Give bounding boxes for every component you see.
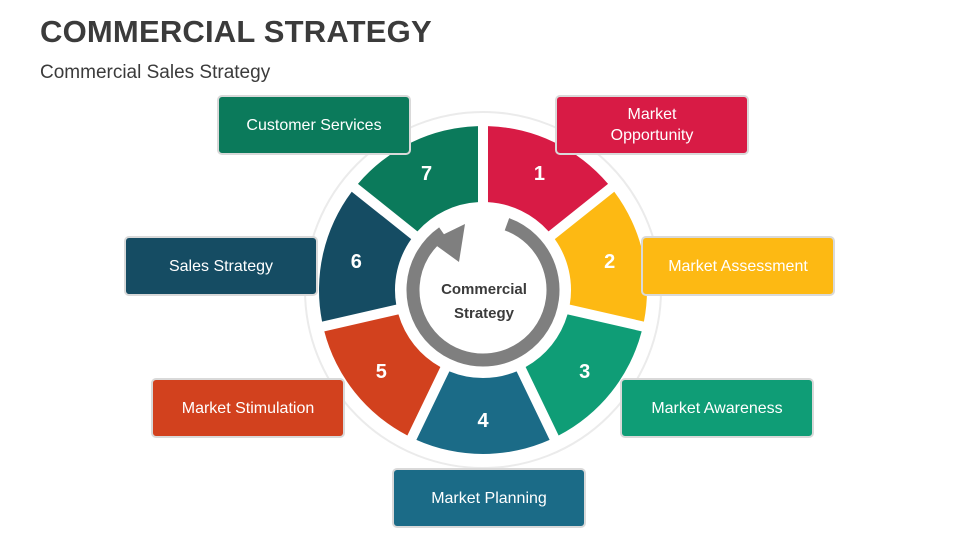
segment-1 bbox=[487, 126, 609, 232]
label-market-assessment: Market Assessment bbox=[641, 236, 835, 296]
segment-2 bbox=[554, 191, 647, 322]
label-text: Sales Strategy bbox=[168, 257, 274, 275]
segment-3 bbox=[525, 314, 642, 436]
center-label-line-2: Strategy bbox=[454, 305, 515, 322]
segment-number-6: 6 bbox=[351, 251, 362, 273]
segment-4 bbox=[416, 371, 550, 454]
page-title: COMMERCIAL STRATEGY bbox=[40, 14, 432, 49]
segment-7 bbox=[357, 126, 479, 232]
segment-number-2: 2 bbox=[604, 251, 615, 273]
label-market-planning: Market Planning bbox=[392, 468, 586, 528]
segment-number-5: 5 bbox=[376, 361, 387, 383]
label-customer-services: Customer Services bbox=[217, 95, 411, 155]
segment-6 bbox=[319, 191, 412, 322]
page-subtitle: Commercial Sales Strategy bbox=[40, 62, 271, 83]
segment-5 bbox=[324, 314, 441, 436]
center-label-line-1: Commercial bbox=[441, 281, 527, 298]
segment-number-1: 1 bbox=[534, 163, 545, 185]
label-market-opportunity: Market Opportunity bbox=[555, 95, 749, 155]
label-sales-strategy: Sales Strategy bbox=[124, 236, 318, 296]
label-text: Market Planning bbox=[431, 489, 547, 507]
label-text: Market Awareness bbox=[651, 399, 783, 417]
segment-number-4: 4 bbox=[477, 410, 489, 432]
label-text: Market Assessment bbox=[668, 257, 808, 275]
cycle-arrow-icon bbox=[406, 218, 560, 367]
segment-number-3: 3 bbox=[579, 361, 590, 383]
label-text: Market Opportunity bbox=[610, 106, 694, 144]
label-text: Market Stimulation bbox=[181, 399, 315, 417]
label-text: Customer Services bbox=[246, 116, 382, 134]
segment-number-7: 7 bbox=[421, 163, 432, 185]
label-market-stimulation: Market Stimulation bbox=[151, 378, 345, 438]
label-market-awareness: Market Awareness bbox=[620, 378, 814, 438]
